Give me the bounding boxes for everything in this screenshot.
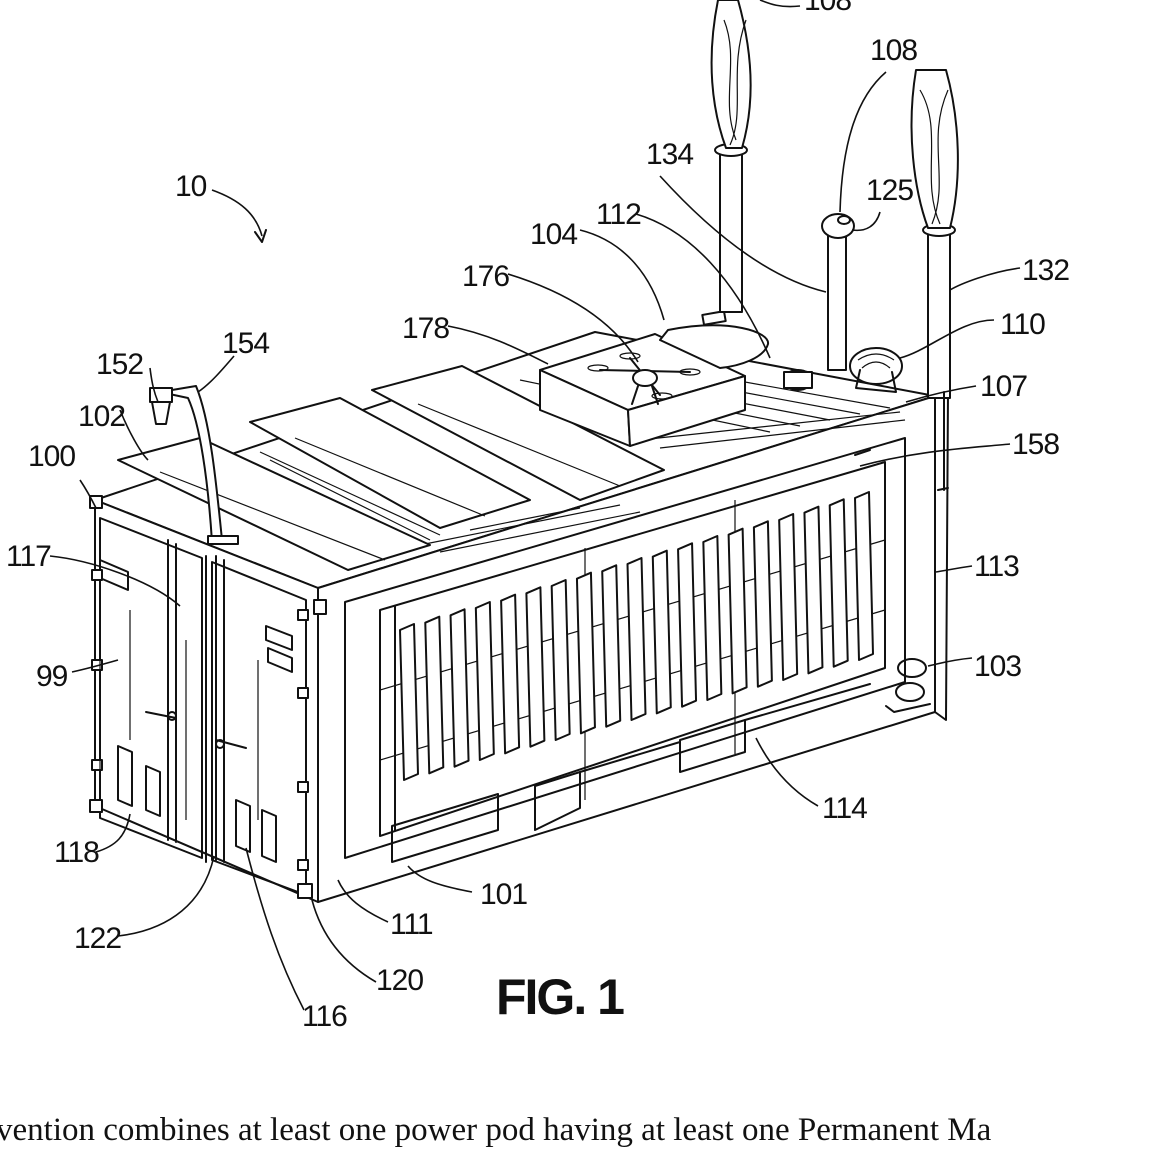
ref-110: 110 [1000, 308, 1045, 341]
louver-slat [653, 551, 671, 714]
ref-103: 103 [974, 650, 1021, 683]
ref-113: 113 [974, 550, 1019, 583]
ref-132: 132 [1022, 254, 1069, 287]
ref-107: 107 [980, 370, 1027, 403]
ref-10: 10 [175, 170, 207, 203]
ref-154: 154 [222, 327, 269, 360]
ref-114: 114 [822, 792, 867, 825]
ref-117: 117 [6, 540, 51, 573]
ref-102: 102 [78, 400, 125, 433]
ref-108b: 108 [870, 34, 917, 67]
louver-slat [577, 573, 595, 734]
ref-125: 125 [866, 174, 913, 207]
louver-slat [779, 514, 797, 680]
ref-122: 122 [74, 922, 121, 955]
ref-100: 100 [28, 440, 75, 473]
louver-slat [400, 624, 418, 780]
louver-slat [855, 492, 873, 660]
ref-111: 111 [390, 908, 433, 941]
louver-slat [678, 543, 696, 706]
louver-slat [754, 521, 772, 686]
figure-label: FIG. 1 [496, 969, 624, 1025]
louver-slat [628, 558, 646, 720]
exhaust-stack [822, 214, 854, 370]
louver-slat [425, 617, 443, 774]
ref-176: 176 [462, 260, 509, 293]
ref-108a: 108 [804, 0, 851, 17]
louver-slat [729, 529, 747, 694]
ref-101: 101 [480, 878, 527, 911]
ref-152: 152 [96, 348, 143, 381]
louver-slat [552, 580, 570, 740]
louver-slat [526, 587, 544, 746]
ref-120: 120 [376, 964, 423, 997]
louver-slat [451, 609, 469, 766]
louver-slat [602, 565, 620, 726]
ref-178: 178 [402, 312, 449, 345]
ref-116: 116 [302, 1000, 347, 1033]
ref-134: 134 [646, 138, 693, 171]
roof-hatch [702, 311, 725, 325]
wind-turbine-2 [912, 70, 958, 398]
louver-slat [501, 595, 519, 754]
louver-slat [830, 499, 848, 666]
ref-112: 112 [596, 198, 641, 231]
ref-104: 104 [530, 218, 577, 251]
wind-turbine-1 [712, 0, 751, 312]
louver-slat [804, 507, 822, 674]
louver-slat [476, 602, 494, 760]
ref-99: 99 [36, 660, 68, 693]
ref-158: 158 [1012, 428, 1059, 461]
body-text: vention combines at least one power pod … [0, 1112, 1159, 1149]
louver-slat [703, 536, 721, 700]
ref-118: 118 [54, 836, 99, 869]
